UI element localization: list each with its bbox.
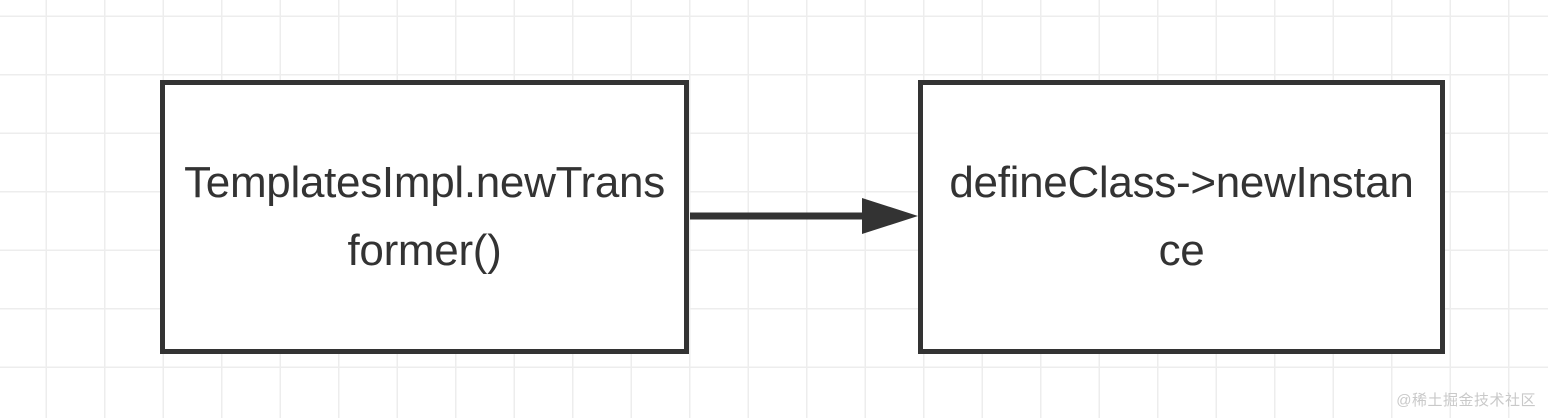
flow-node-label: defineClass->newInstance bbox=[949, 158, 1414, 275]
flow-node-label: TemplatesImpl.newTransformer() bbox=[184, 158, 665, 275]
watermark-label: @稀土掘金技术社区 bbox=[1396, 392, 1536, 409]
arrowhead-icon bbox=[862, 198, 918, 234]
flow-edge-source-to-target[interactable] bbox=[690, 198, 918, 234]
flow-node-templatesimpl-newtransformer[interactable]: TemplatesImpl.newTransformer() bbox=[160, 80, 689, 354]
flow-node-defineclass-newinstance[interactable]: defineClass->newInstance bbox=[918, 80, 1445, 354]
